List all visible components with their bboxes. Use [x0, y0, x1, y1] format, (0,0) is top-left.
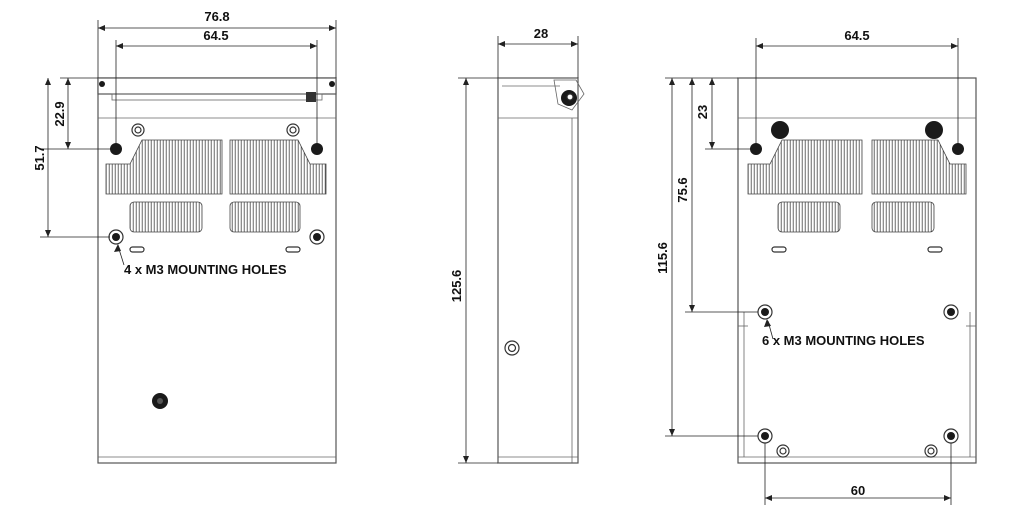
rear-vent: [747, 139, 863, 195]
front-vent: [229, 201, 301, 233]
front-mounting-hole: [110, 143, 122, 155]
front-top-rail: [97, 77, 337, 95]
side-view: 28 125.6: [449, 26, 585, 464]
rear-vent: [871, 201, 935, 233]
dim-side-height-total: 125.6: [449, 270, 464, 303]
dim-front-width-total: 76.8: [204, 9, 229, 24]
dim-rear-width-holes: 64.5: [844, 28, 869, 43]
dim-front-width-holes: 64.5: [203, 28, 228, 43]
rear-vent: [777, 201, 841, 233]
front-vent: [229, 139, 327, 195]
dim-side-depth: 28: [534, 26, 548, 41]
rear-large-hole: [925, 121, 943, 139]
front-mounting-hole: [311, 143, 323, 155]
front-vent: [105, 139, 223, 195]
dim-front-height-holes: 51.7: [32, 145, 47, 170]
rear-mounting-note: 6 x M3 MOUNTING HOLES: [762, 333, 925, 348]
dim-rear-height-bottom: 115.6: [655, 242, 670, 274]
side-enclosure-body: [497, 77, 579, 464]
front-vent: [129, 201, 203, 233]
dim-rear-width-bottom: 60: [851, 483, 865, 498]
front-mounting-note: 4 x M3 MOUNTING HOLES: [124, 262, 287, 277]
rear-mounting-hole: [952, 143, 964, 155]
rear-view: 64.5 23 75.6 115.6 60 6 x M3 MOUNTING HO…: [655, 28, 977, 505]
rear-mounting-hole: [750, 143, 762, 155]
front-view: 76.8 64.5 22.9 51.7 4 x M3 MOUNTING HOLE…: [32, 9, 337, 464]
dim-rear-height-top: 23: [695, 105, 710, 119]
dim-rear-height-mid: 75.6: [675, 177, 690, 202]
rear-large-hole: [771, 121, 789, 139]
dim-front-height-top: 22.9: [52, 101, 67, 126]
rear-vent: [871, 139, 967, 195]
